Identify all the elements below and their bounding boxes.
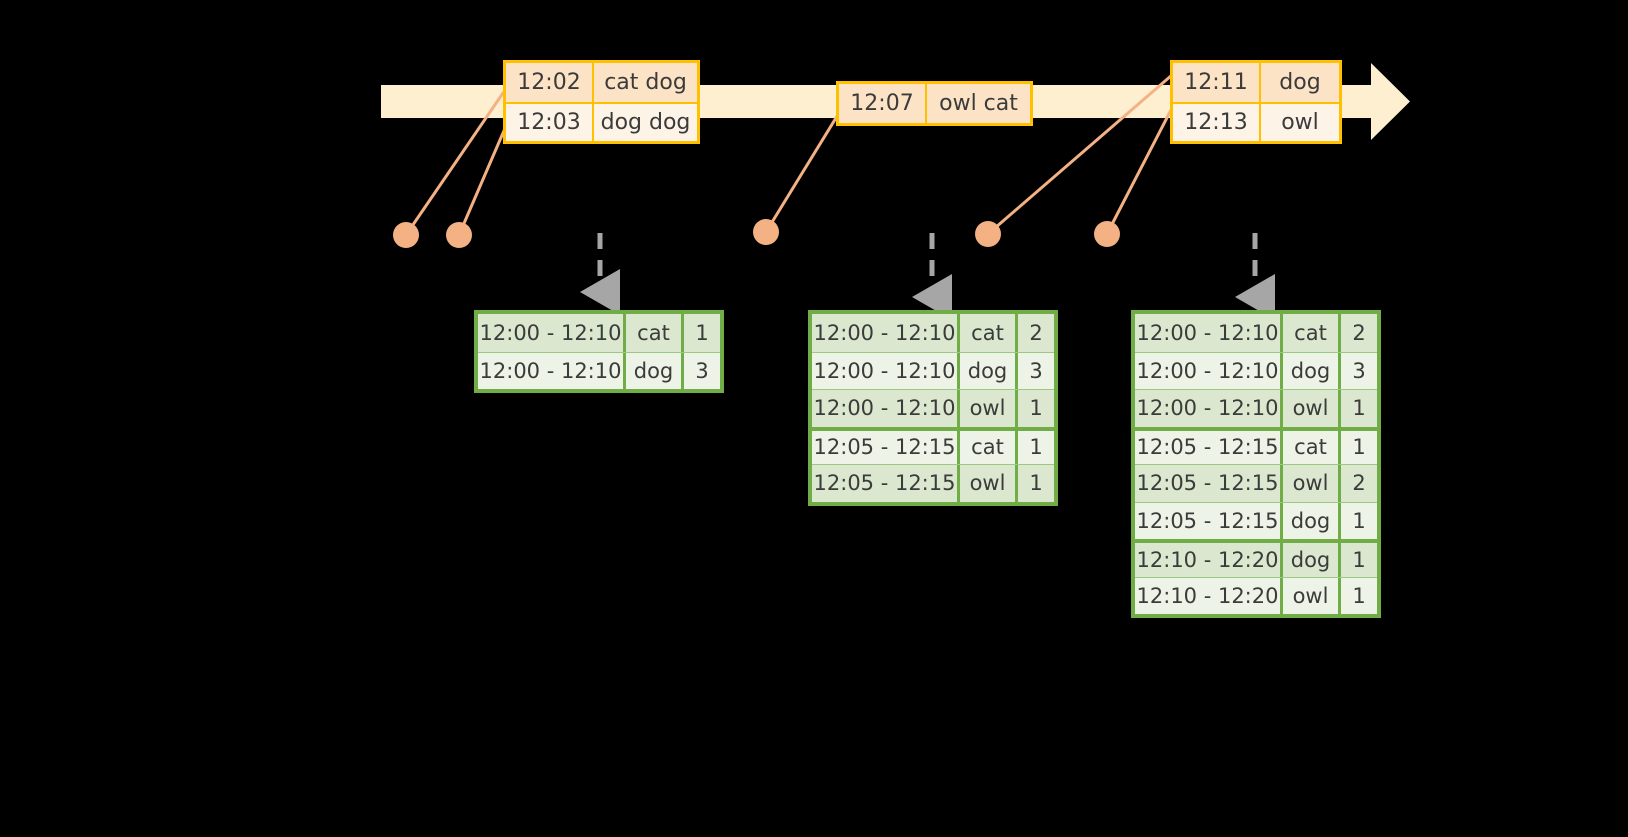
event-row[interactable]: 12:02 cat dog bbox=[506, 63, 697, 102]
cell-count: 1 bbox=[1341, 430, 1377, 464]
cell-count: 2 bbox=[1341, 465, 1377, 502]
cell-count: 3 bbox=[1341, 352, 1377, 389]
cell-key: dog bbox=[1283, 352, 1341, 389]
event-time: 12:13 bbox=[1173, 104, 1261, 141]
cell-count: 1 bbox=[1018, 390, 1054, 427]
cell-key: owl bbox=[960, 465, 1018, 502]
cell-window: 12:10 - 12:20 bbox=[1135, 543, 1283, 577]
event-box-group-2[interactable]: 12:07 owl cat bbox=[836, 81, 1033, 126]
cell-count: 1 bbox=[1341, 390, 1377, 427]
cell-key: cat bbox=[1283, 430, 1341, 464]
cell-key: dog bbox=[626, 352, 684, 389]
cell-count: 3 bbox=[684, 352, 720, 389]
cell-window: 12:05 - 12:15 bbox=[812, 430, 960, 464]
cell-window: 12:00 - 12:10 bbox=[1135, 352, 1283, 389]
cell-window: 12:00 - 12:10 bbox=[812, 390, 960, 427]
cell-key: cat bbox=[960, 430, 1018, 464]
cell-count: 3 bbox=[1018, 352, 1054, 389]
cell-window: 12:00 - 12:10 bbox=[812, 314, 960, 352]
cell-window: 12:00 - 12:10 bbox=[1135, 314, 1283, 352]
event-dot-2 bbox=[446, 222, 472, 248]
event-dot-4 bbox=[975, 221, 1001, 247]
event-row[interactable]: 12:03 dog dog bbox=[506, 102, 697, 141]
event-value: dog bbox=[1261, 63, 1339, 102]
cell-window: 12:05 - 12:15 bbox=[1135, 465, 1283, 502]
event-box-group-3[interactable]: 12:11 dog 12:13 owl bbox=[1170, 60, 1342, 144]
cell-key: owl bbox=[1283, 390, 1341, 427]
cell-key: cat bbox=[626, 314, 684, 352]
leader-line-5 bbox=[1105, 106, 1174, 236]
cell-key: owl bbox=[1283, 577, 1341, 614]
cell-count: 2 bbox=[1018, 314, 1054, 352]
event-value: cat dog bbox=[594, 63, 697, 102]
cell-window: 12:05 - 12:15 bbox=[1135, 430, 1283, 464]
cell-key: dog bbox=[960, 352, 1018, 389]
cell-window: 12:00 - 12:10 bbox=[1135, 390, 1283, 427]
event-value: owl bbox=[1261, 104, 1339, 141]
cell-count: 1 bbox=[1341, 577, 1377, 614]
cell-window: 12:05 - 12:15 bbox=[812, 465, 960, 502]
cell-key: owl bbox=[960, 390, 1018, 427]
event-time: 12:11 bbox=[1173, 63, 1261, 102]
cell-window: 12:05 - 12:15 bbox=[1135, 502, 1283, 539]
event-row[interactable]: 12:13 owl bbox=[1173, 102, 1339, 141]
cell-window: 12:00 - 12:10 bbox=[478, 352, 626, 389]
leader-line-2 bbox=[457, 124, 508, 237]
cell-count: 1 bbox=[1341, 543, 1377, 577]
cell-key: owl bbox=[1283, 465, 1341, 502]
cell-count: 1 bbox=[1341, 502, 1377, 539]
event-time: 12:02 bbox=[506, 63, 594, 102]
event-row[interactable]: 12:07 owl cat bbox=[839, 84, 1030, 123]
event-time: 12:03 bbox=[506, 104, 594, 141]
leader-line-1 bbox=[404, 91, 505, 237]
leader-line-4 bbox=[986, 73, 1174, 236]
cell-window: 12:10 - 12:20 bbox=[1135, 577, 1283, 614]
cell-count: 1 bbox=[1018, 465, 1054, 502]
event-dot-1 bbox=[393, 222, 419, 248]
cell-count: 2 bbox=[1341, 314, 1377, 352]
cell-count: 1 bbox=[684, 314, 720, 352]
cell-key: cat bbox=[1283, 314, 1341, 352]
emit-arrows bbox=[580, 233, 1275, 321]
event-value: dog dog bbox=[594, 104, 697, 141]
event-dot-3 bbox=[753, 219, 779, 245]
event-row[interactable]: 12:11 dog bbox=[1173, 63, 1339, 102]
leader-line-3 bbox=[764, 111, 841, 234]
event-box-group-1[interactable]: 12:02 cat dog 12:03 dog dog bbox=[503, 60, 700, 144]
cell-window: 12:00 - 12:10 bbox=[478, 314, 626, 352]
event-leader-lines bbox=[404, 73, 1174, 237]
event-dots bbox=[393, 219, 1120, 248]
event-value: owl cat bbox=[927, 84, 1030, 123]
cell-window: 12:00 - 12:10 bbox=[812, 352, 960, 389]
cell-count: 1 bbox=[1018, 430, 1054, 464]
cell-key: cat bbox=[960, 314, 1018, 352]
cell-key: dog bbox=[1283, 543, 1341, 577]
cell-key: dog bbox=[1283, 502, 1341, 539]
event-dot-5 bbox=[1094, 221, 1120, 247]
event-time: 12:07 bbox=[839, 84, 927, 123]
